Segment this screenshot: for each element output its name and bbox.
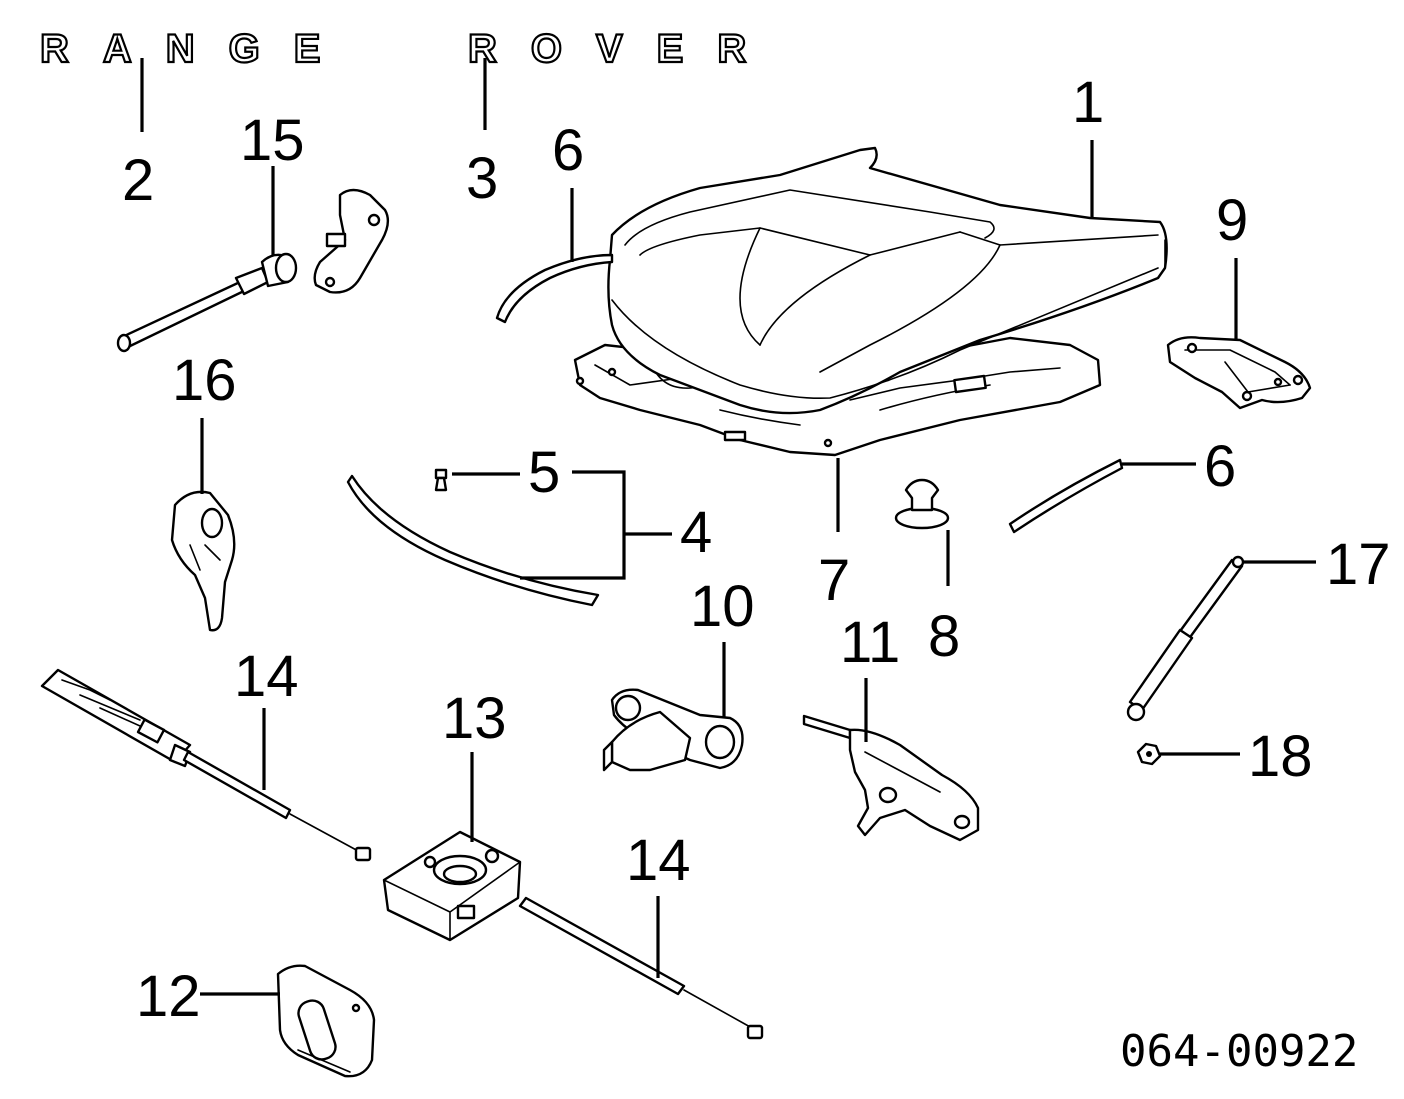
leader-4-bracket [520,470,626,580]
cable-junction [382,830,522,942]
hood-hinge [1166,336,1312,410]
callout-8: 8 [928,604,960,669]
callout-6b: 6 [1204,434,1236,499]
cover-plate [276,964,376,1078]
push-clip [894,478,950,530]
callout-1: 1 [1072,70,1104,135]
callout-11: 11 [840,610,900,675]
callout-13: 13 [442,686,507,751]
callout-12: 12 [136,964,201,1029]
gas-strut [1126,555,1245,722]
bump-stop [602,688,744,772]
brand-word-rover: ROVER [468,27,780,71]
callout-2: 2 [122,148,154,213]
hood-lock [802,714,980,842]
diagram-reference-code: 064-00922 [1120,1026,1358,1077]
callout-14a: 14 [234,644,299,709]
release-cable-right [518,896,764,1040]
callout-16: 16 [172,348,237,413]
callout-3: 3 [466,146,498,211]
release-cable-left [40,668,372,862]
seal-strip-upper [495,253,614,324]
release-cable-handle [116,188,390,353]
callout-18: 18 [1248,724,1313,789]
strut-nut [1136,742,1162,766]
seal-strip-lower [1008,458,1124,534]
seal-clip [434,468,448,492]
callout-17: 17 [1326,532,1391,597]
callout-4: 4 [680,500,712,565]
callout-6a: 6 [552,118,584,183]
front-seal-strip [346,474,600,607]
latch-handle [170,490,236,632]
callout-15: 15 [240,108,305,173]
callout-9: 9 [1216,188,1248,253]
callout-5: 5 [528,440,560,505]
callout-10: 10 [690,574,755,639]
brand-word-range: RANGE [40,27,354,71]
callout-7: 7 [818,548,850,613]
callout-14b: 14 [626,828,691,893]
hood-panel [573,146,1168,457]
